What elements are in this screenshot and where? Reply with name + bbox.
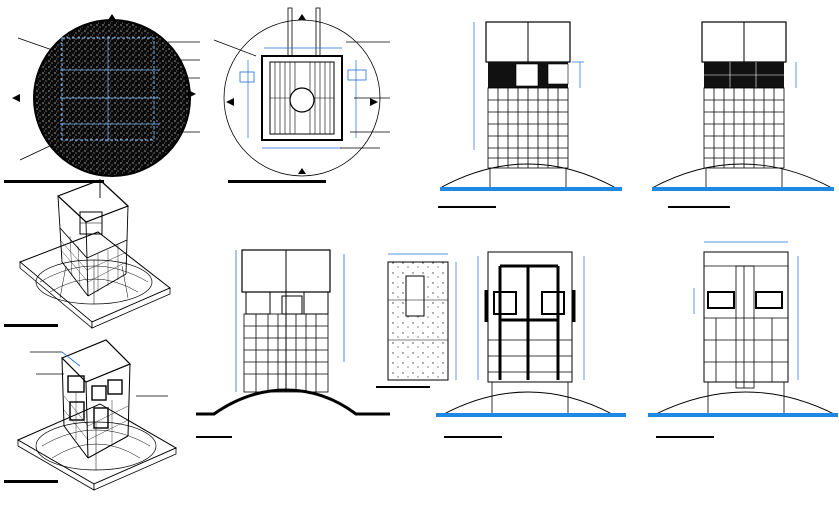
- front-elevation-view: [438, 21, 622, 208]
- section-mound: [196, 388, 390, 416]
- isometric-view-2: [4, 339, 178, 491]
- site-plan-view: [4, 14, 200, 183]
- plan-central-opening: [289, 87, 315, 113]
- section-a-view: [436, 251, 626, 438]
- section-b-view: [648, 241, 838, 438]
- wall-detail-view: [376, 253, 457, 388]
- iso1-base-slab: [19, 231, 171, 323]
- side-elevation-view: [651, 21, 834, 208]
- floor-plan-view: [213, 7, 390, 183]
- front-elev-ground-line: [440, 187, 622, 191]
- section-elevation-view: [196, 249, 390, 438]
- iso1-box: [56, 179, 130, 223]
- isometric-view-1: [4, 179, 171, 329]
